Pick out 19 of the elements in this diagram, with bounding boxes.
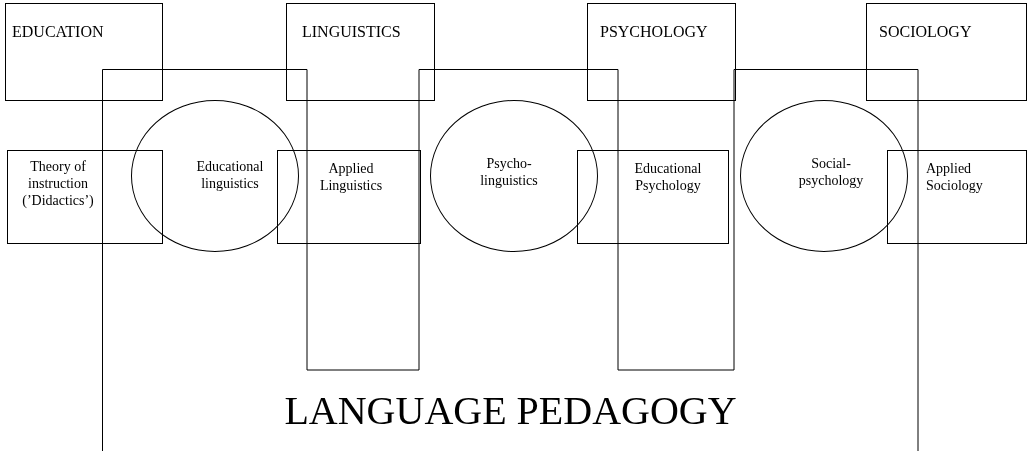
discipline-label: Educational Psychology <box>633 161 703 195</box>
overlap-label: Psycho-linguistics <box>479 156 539 190</box>
overlap-label: Social-psychology <box>797 156 865 190</box>
discipline-box <box>587 3 736 101</box>
discipline-box <box>5 3 163 101</box>
discipline-label: LINGUISTICS <box>302 22 402 42</box>
discipline-label: Applied Linguistics <box>318 161 384 195</box>
discipline-box <box>286 3 435 101</box>
overlap-label: Educational linguistics <box>195 159 265 193</box>
discipline-box <box>866 3 1027 101</box>
discipline-label: PSYCHOLOGY <box>600 22 709 42</box>
discipline-label: SOCIOLOGY <box>879 22 973 42</box>
discipline-label: Applied Sociology <box>926 161 984 195</box>
pedagogy-title: LANGUAGE PEDAGOGY <box>283 387 738 435</box>
discipline-box <box>7 150 163 244</box>
pedagogy-frame <box>102 69 919 451</box>
discipline-label: Theory of instruction (’Didactics’) <box>21 159 95 210</box>
discipline-label: EDUCATION <box>12 22 105 42</box>
discipline-box <box>887 150 1027 244</box>
